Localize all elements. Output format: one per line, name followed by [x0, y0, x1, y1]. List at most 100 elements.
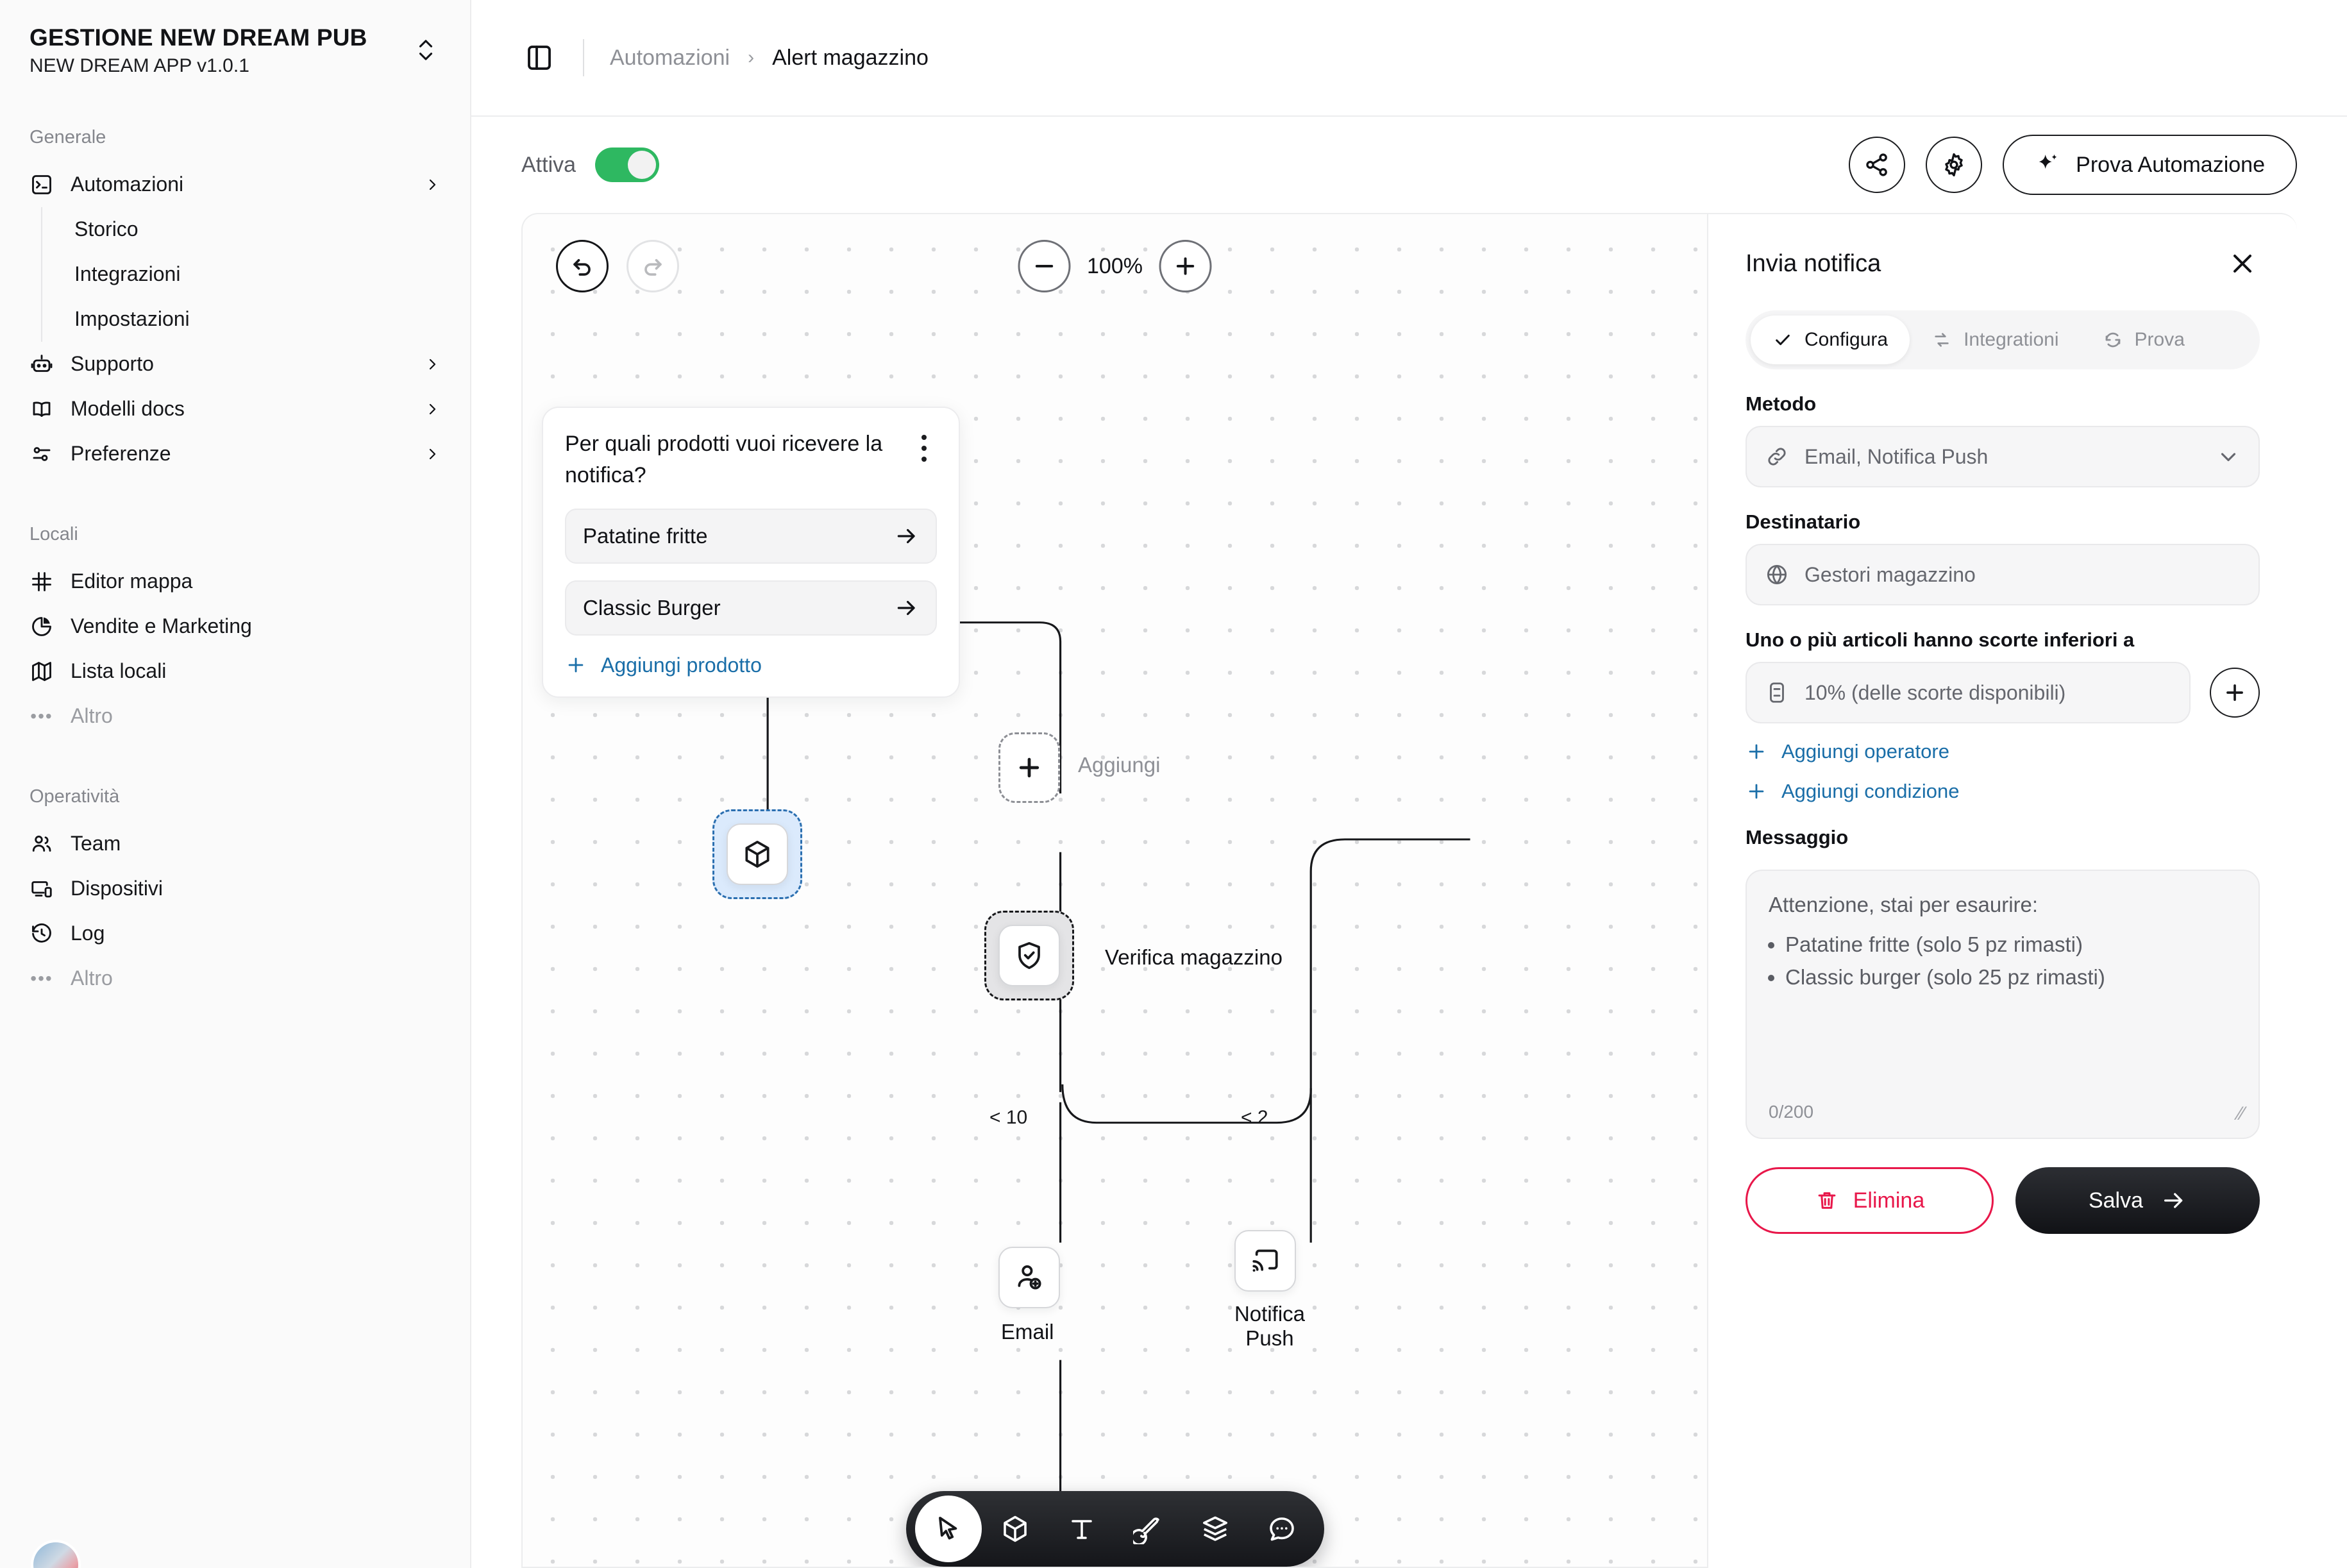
test-automation-button[interactable]: Prova Automazione: [2003, 135, 2297, 195]
sidebar-item-integrazioni[interactable]: Integrazioni: [74, 262, 181, 286]
product-option-row[interactable]: Patatine fritte: [565, 508, 937, 564]
node-box[interactable]: [998, 1247, 1060, 1308]
sidebar-item-log[interactable]: Log: [29, 911, 441, 956]
tab-label: Prova: [2134, 329, 2185, 350]
sidebar-item-dispositivi[interactable]: Dispositivi: [29, 866, 441, 911]
panel-actions: Elimina Salva: [1746, 1167, 2260, 1263]
tab-prova[interactable]: Prova: [2081, 316, 2207, 364]
add-value-button[interactable]: [2210, 668, 2260, 718]
product-option-label: Classic Burger: [583, 595, 721, 620]
method-select[interactable]: Email, Notifica Push: [1746, 426, 2260, 487]
add-product-button[interactable]: Aggiungi prodotto: [565, 653, 937, 677]
zoom-in-button[interactable]: [1159, 240, 1212, 292]
node-verifica-magazzino[interactable]: Verifica magazzino: [984, 911, 1283, 1000]
sidebar-item-supporto[interactable]: Supporto: [29, 342, 441, 387]
recipient-field[interactable]: Gestori magazzino: [1746, 544, 2260, 605]
settings-button[interactable]: [1926, 137, 1983, 193]
sidebar-item-lista-locali[interactable]: Lista locali: [29, 649, 441, 694]
close-icon[interactable]: [2225, 246, 2260, 281]
history-icon: [29, 922, 54, 946]
canvas-toolbar: [905, 1491, 1324, 1567]
sidebar-item-altro-locali[interactable]: ••• Altro: [29, 694, 441, 739]
recipient-label: Destinatario: [1746, 510, 1861, 533]
workspace-subtitle: NEW DREAM APP v1.0.1: [29, 55, 249, 77]
tool-pen[interactable]: [1115, 1496, 1182, 1562]
sidebar-item-label: Preferenze: [71, 442, 171, 466]
more-options-icon[interactable]: [911, 432, 937, 464]
flow-edges: [766, 621, 1470, 1503]
chevron-down-icon[interactable]: [2216, 444, 2241, 469]
active-toggle-group[interactable]: Attiva: [521, 148, 660, 182]
page-title: Alert magazzino: [772, 45, 929, 70]
node-aggiungi[interactable]: Aggiungi: [998, 732, 1160, 803]
add-condition-label: Aggiungi condizione: [1781, 780, 1960, 802]
tool-text[interactable]: [1048, 1496, 1115, 1562]
node-inner: [998, 925, 1060, 986]
message-item: Classic burger (solo 25 pz rimasti): [1785, 961, 2237, 993]
sliders-icon: [29, 442, 54, 466]
condition-field[interactable]: 10% (delle scorte disponibili): [1746, 662, 2191, 723]
sidebar-item-vendite-marketing[interactable]: Vendite e Marketing: [29, 604, 441, 649]
chevron-right-icon: [424, 356, 441, 373]
tab-configura[interactable]: Configura: [1751, 316, 1910, 364]
plus-icon: [565, 654, 587, 676]
node-notifica-push[interactable]: Notifica Push: [1234, 1230, 1305, 1350]
share-button[interactable]: [1849, 137, 1906, 193]
sidebar-item-altro-operativita[interactable]: ••• Altro: [29, 956, 441, 1001]
sidebar-item-label: Altro: [71, 704, 113, 728]
redo-button[interactable]: [627, 240, 679, 292]
avatar[interactable]: [31, 1540, 81, 1568]
active-toggle[interactable]: [595, 148, 660, 182]
product-option-row[interactable]: Classic Burger: [565, 580, 937, 636]
delete-button[interactable]: Elimina: [1746, 1167, 1994, 1234]
sidebar-item-label: Lista locali: [71, 659, 167, 683]
condition-label: Uno o più articoli hanno scorte inferior…: [1746, 628, 2135, 651]
node-prodotto[interactable]: [712, 809, 802, 899]
undo-button[interactable]: [556, 240, 609, 292]
sidebar-item-modelli-docs[interactable]: Modelli docs: [29, 387, 441, 432]
zoom-out-button[interactable]: [1018, 240, 1071, 292]
add-operator-button[interactable]: Aggiungi operatore: [1746, 740, 2260, 763]
tool-layers[interactable]: [1182, 1496, 1249, 1562]
node-email[interactable]: Email: [998, 1247, 1060, 1344]
product-option-label: Patatine fritte: [583, 523, 708, 548]
tool-cursor[interactable]: [914, 1496, 982, 1562]
node-label-email: Email: [1001, 1320, 1054, 1344]
tool-shape[interactable]: [982, 1496, 1048, 1562]
trash-icon: [1815, 1188, 1839, 1213]
sidebar-item-label: Altro: [71, 966, 113, 990]
node-box[interactable]: [998, 925, 1060, 986]
resize-handle-icon[interactable]: ⁄⁄: [2237, 1103, 2244, 1124]
sidebar-item-impostazioni[interactable]: Impostazioni: [74, 307, 190, 331]
automation-canvas[interactable]: 100% Per quali prodotti vuoi ricevere la…: [521, 213, 1707, 1568]
tool-comment[interactable]: [1249, 1496, 1315, 1562]
tab-integrationi[interactable]: Integrationi: [1910, 316, 2080, 364]
node-box[interactable]: [727, 823, 788, 885]
subbar: Attiva Prova Automazione: [471, 117, 2347, 213]
workspace-switcher[interactable]: GESTIONE NEW DREAM PUB NEW DREAM APP v1.…: [29, 0, 441, 80]
active-label: Attiva: [521, 152, 576, 177]
message-item-list: Patatine fritte (solo 5 pz rimasti) Clas…: [1785, 928, 2237, 993]
refresh-icon: [2103, 330, 2123, 350]
tab-label: Integrationi: [1964, 329, 2059, 350]
sidebar-toggle-icon[interactable]: [521, 40, 557, 76]
edge-label-lt10: < 10: [989, 1107, 1028, 1128]
node-label-verifica: Verifica magazzino: [1105, 945, 1283, 969]
sidebar-item-editor-mappa[interactable]: Editor mappa: [29, 559, 441, 604]
add-condition-button[interactable]: Aggiungi condizione: [1746, 780, 2260, 803]
topbar-divider: [583, 39, 584, 76]
sidebar-item-label: Dispositivi: [71, 877, 164, 900]
message-textarea[interactable]: Attenzione, stai per esaurire: Patatine …: [1746, 870, 2260, 1139]
sidebar-item-storico[interactable]: Storico: [74, 217, 139, 241]
flow-question-card[interactable]: Per quali prodotti vuoi ricevere la noti…: [542, 407, 960, 698]
breadcrumb-parent[interactable]: Automazioni: [610, 45, 730, 70]
chevron-up-down-icon[interactable]: [411, 32, 441, 68]
sidebar-item-preferenze[interactable]: Preferenze: [29, 432, 441, 476]
save-button[interactable]: Salva: [2015, 1167, 2260, 1234]
node-box[interactable]: [1234, 1230, 1296, 1292]
shield-check-icon: [1013, 940, 1045, 972]
sidebar-item-automazioni[interactable]: Automazioni: [29, 162, 441, 207]
sidebar-item-team[interactable]: Team: [29, 822, 441, 866]
node-add-box[interactable]: [998, 732, 1060, 803]
terminal-icon: [29, 173, 54, 197]
